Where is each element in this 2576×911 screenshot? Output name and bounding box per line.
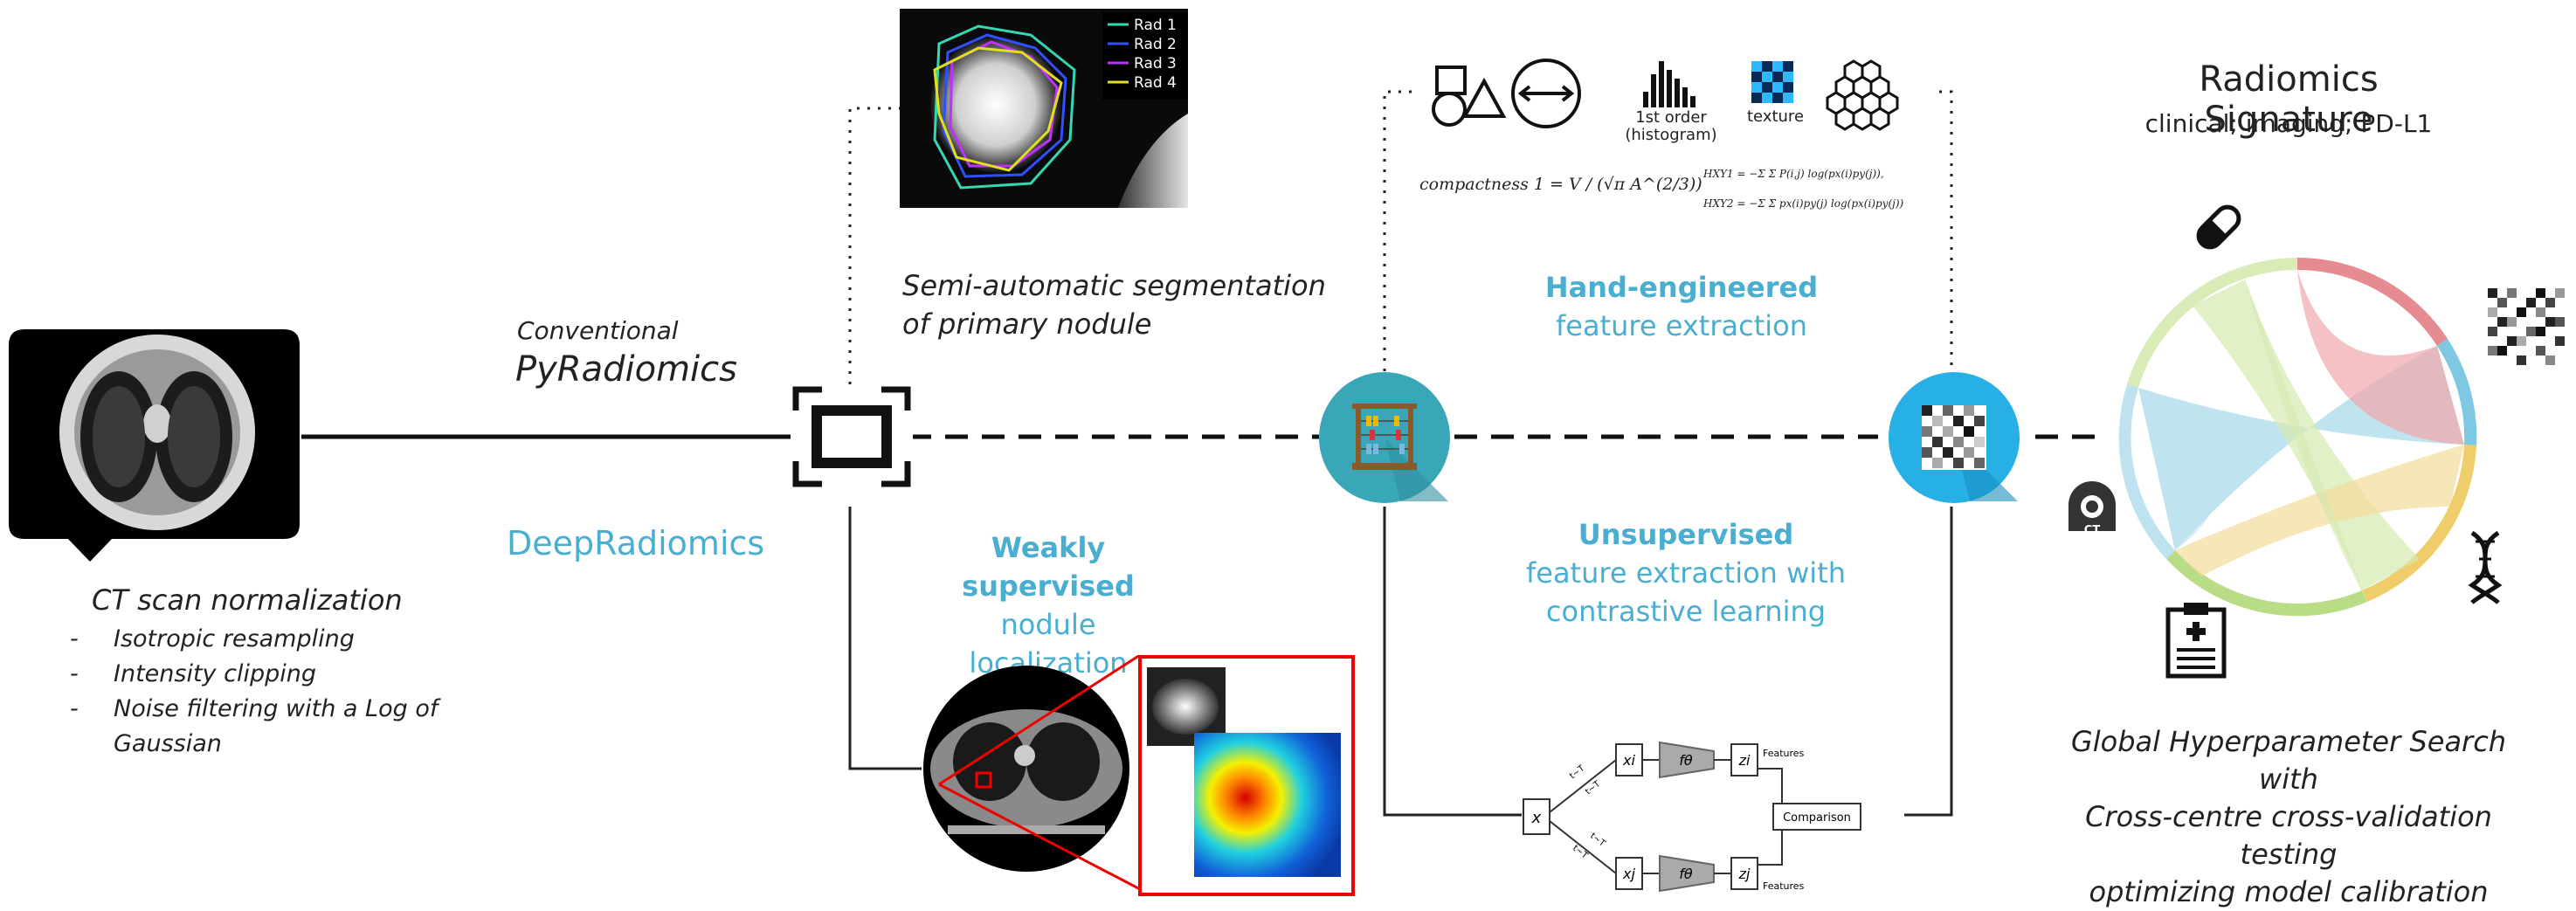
shape-triangle-icon xyxy=(1461,77,1507,118)
features-label-2: Features xyxy=(1763,880,1805,892)
histogram-label-line1: 1st order xyxy=(1635,108,1707,127)
diameter-icon xyxy=(1511,59,1581,128)
legend-rad3: Rad 3 xyxy=(1134,55,1177,72)
weakly-subtitle: nodule localization xyxy=(969,608,1128,680)
histogram-label: 1st order (histogram) xyxy=(1623,109,1719,144)
unsupervised-title: Unsupervised xyxy=(1578,518,1794,551)
hexagon-grid-icon xyxy=(1826,59,1899,131)
pyradiomics-prefix: Conventional xyxy=(517,316,679,345)
histogram-icon xyxy=(1643,61,1695,107)
node-zj: zj xyxy=(1738,866,1751,882)
chord-diagram xyxy=(2118,257,2477,617)
ct-bullet: -Isotropic resampling xyxy=(70,625,355,652)
deepradiomics-label: DeepRadiomics xyxy=(507,524,765,562)
ct-bullets: -Isotropic resampling -Intensity clippin… xyxy=(70,622,498,762)
node-zi: zi xyxy=(1738,752,1751,769)
clipboard-icon xyxy=(2165,603,2227,679)
weakly-title: Weakly supervised xyxy=(962,531,1135,603)
bounding-box-icon xyxy=(791,384,913,489)
contrastive-diagram: x t~T t~T t~T t~T xi xj fθ fθ zi zj Feat… xyxy=(1523,741,1861,893)
encoder-2: fθ xyxy=(1679,866,1693,882)
formula-hxy2: HXY2 = −Σ Σ px(i)py(j) log(px(i)py(j)) xyxy=(1703,197,1904,210)
pill-icon xyxy=(2196,204,2241,250)
pyradiomics-name: PyRadiomics xyxy=(515,349,737,390)
t-label-2: t~T xyxy=(1584,779,1603,797)
ct-bullet: -Noise filtering with a Log of Gaussian xyxy=(70,695,439,757)
hyperparameter-search-caption: Global Hyperparameter Search with Cross-… xyxy=(2044,723,2533,911)
texture-label: texture xyxy=(1747,107,1805,126)
shape-circle-icon xyxy=(1432,92,1467,127)
unsupervised-line3: contrastive learning xyxy=(1545,595,1827,628)
formula-compactness: compactness 1 = V / (√π A^(2/3)) xyxy=(1419,175,1702,194)
ct-slice-image xyxy=(922,664,1131,873)
segmentation-image: Rad 1 Rad 2 Rad 3 Rad 4 xyxy=(900,9,1188,208)
texture-node-icon xyxy=(1889,372,2020,503)
texture-icon xyxy=(1751,61,1793,103)
unsupervised-line2: feature extraction with xyxy=(1525,556,1847,590)
texture-matrix-icon xyxy=(2488,288,2565,365)
segmentation-caption-line1: Semi-automatic segmentation xyxy=(902,269,1326,302)
ct-scanner-label: CT xyxy=(2083,524,2101,537)
histogram-label-line2: (histogram) xyxy=(1625,126,1717,144)
node-xi: xi xyxy=(1622,752,1635,769)
node-xj: xj xyxy=(1622,866,1635,882)
weakly-supervised-label: Weakly supervised nodule localization xyxy=(917,528,1179,682)
hand-engineered-label: Hand-engineered feature extraction xyxy=(1529,268,1834,345)
formula-hxy1: HXY1 = −Σ Σ P(i,j) log(px(i)py(j)), xyxy=(1703,168,1884,180)
signature-title: Radiomics Signature xyxy=(2199,59,2379,140)
hand-engineered-subtitle: feature extraction xyxy=(1556,309,1807,342)
legend-rad4: Rad 4 xyxy=(1134,74,1177,92)
segmentation-caption-line2: of primary nodule xyxy=(902,307,1152,341)
node-x: x xyxy=(1531,809,1542,827)
ct-title: CT scan normalization xyxy=(92,583,403,617)
zoom-callout-lines xyxy=(938,655,1141,891)
encoder-1: fθ xyxy=(1679,752,1693,769)
ct-bullet: -Intensity clipping xyxy=(70,660,316,687)
heatmap-callout xyxy=(1138,655,1355,896)
legend-rad2: Rad 2 xyxy=(1134,36,1177,53)
t-label-3: t~T xyxy=(1571,844,1590,862)
features-label-1: Features xyxy=(1763,748,1805,759)
hand-engineered-title: Hand-engineered xyxy=(1544,271,1819,304)
ct-scanner-icon: CT xyxy=(2061,479,2123,540)
shape-square-icon xyxy=(1435,66,1467,95)
segmentation-caption: Semi-automatic segmentation of primary n… xyxy=(902,266,1326,343)
comparison-box: Comparison xyxy=(1783,811,1851,825)
t-label-1: t~T xyxy=(1568,763,1587,782)
dna-icon xyxy=(2468,530,2503,604)
search-line1: Global Hyperparameter Search with xyxy=(2070,725,2507,796)
legend-rad1: Rad 1 xyxy=(1134,17,1177,34)
search-line2: Cross-centre cross-validation testing xyxy=(2085,800,2492,871)
search-line3: optimizing model calibration xyxy=(2089,875,2489,908)
ct-scan-panel xyxy=(7,328,301,581)
signature-subtitle: clinical; imaging; PD-L1 xyxy=(2144,109,2433,138)
feature-icons xyxy=(1432,59,1899,131)
unsupervised-label: Unsupervised feature extraction with con… xyxy=(1502,515,1869,631)
t-label-4: t~T xyxy=(1588,832,1607,850)
abacus-icon xyxy=(1319,372,1450,503)
